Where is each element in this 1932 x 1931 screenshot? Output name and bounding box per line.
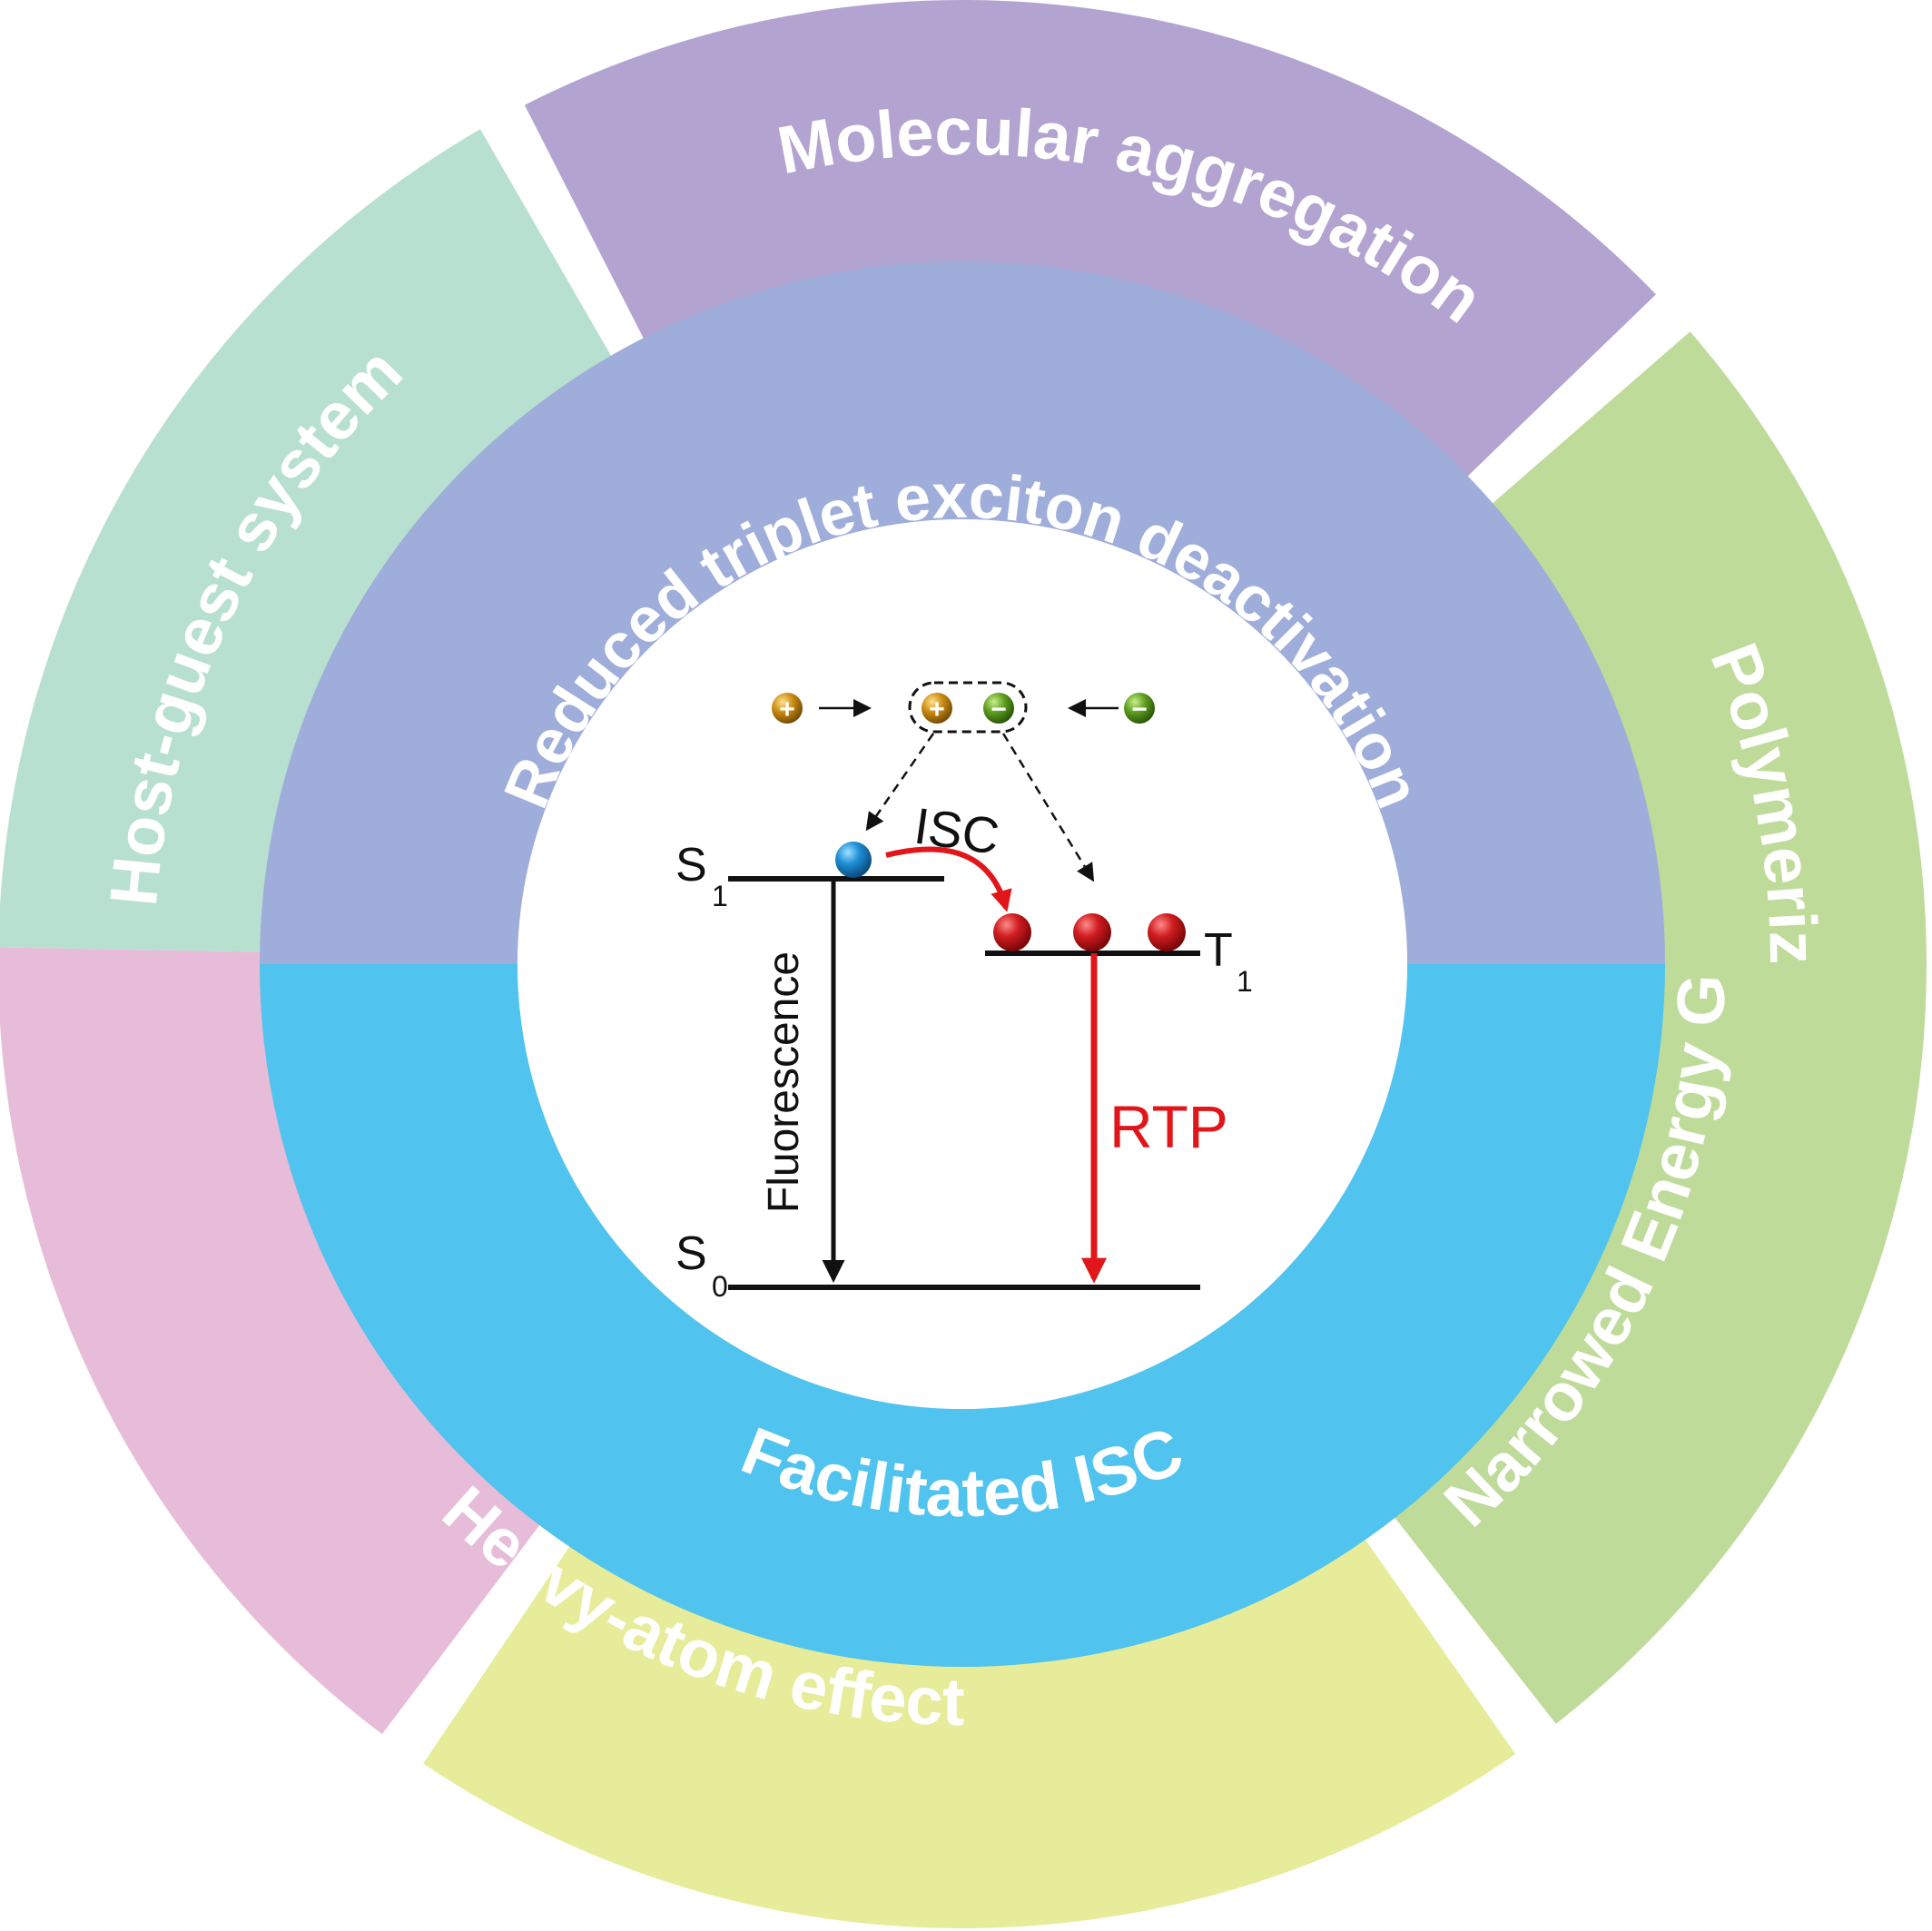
segment-molecular-aggregation bbox=[524, 0, 1656, 479]
t1-subscript: 1 bbox=[1237, 965, 1253, 998]
cation-free: + bbox=[772, 693, 803, 724]
svg-text:−: − bbox=[991, 695, 1007, 724]
dashed-arrow-to-s1 bbox=[865, 733, 935, 832]
inner-ring bbox=[260, 261, 1665, 1667]
cation-paired: + bbox=[922, 693, 952, 724]
fluorescence-label: Fluorescence bbox=[760, 951, 808, 1213]
segment-heavy-atom-effect bbox=[423, 1536, 1516, 1928]
triplet-exciton-1 bbox=[993, 913, 1031, 951]
inner-ring-top bbox=[260, 261, 1665, 964]
triplet-exciton-3 bbox=[1148, 913, 1186, 951]
rtp-label: RTP bbox=[1109, 1093, 1228, 1160]
singlet-exciton bbox=[835, 842, 872, 878]
inner-ring-bottom bbox=[260, 964, 1665, 1667]
svg-text:−: − bbox=[1131, 695, 1148, 724]
svg-text:+: + bbox=[929, 695, 945, 724]
isc-arrow bbox=[885, 846, 1012, 912]
segment-host-guest-system bbox=[0, 129, 613, 952]
jablonski-diagram: + + − − S 1 S 0 T 1 bbox=[675, 681, 1253, 1303]
s1-label: S bbox=[675, 839, 707, 892]
t1-label: T bbox=[1204, 924, 1233, 977]
center-disk bbox=[518, 519, 1407, 1409]
segment-narrowed-energy-gap bbox=[0, 947, 542, 1735]
anion-paired: − bbox=[983, 693, 1014, 724]
dashed-arrow-to-t1 bbox=[1001, 733, 1095, 882]
isc-label: ISC bbox=[911, 796, 1002, 864]
s1-subscript: 1 bbox=[712, 880, 728, 912]
ion-pair-outline bbox=[908, 681, 1028, 734]
s0-label: S bbox=[675, 1227, 707, 1280]
s0-subscript: 0 bbox=[712, 1270, 728, 1303]
triplet-exciton-2 bbox=[1073, 913, 1111, 951]
svg-text:+: + bbox=[779, 695, 795, 724]
anion-free: − bbox=[1124, 693, 1155, 724]
